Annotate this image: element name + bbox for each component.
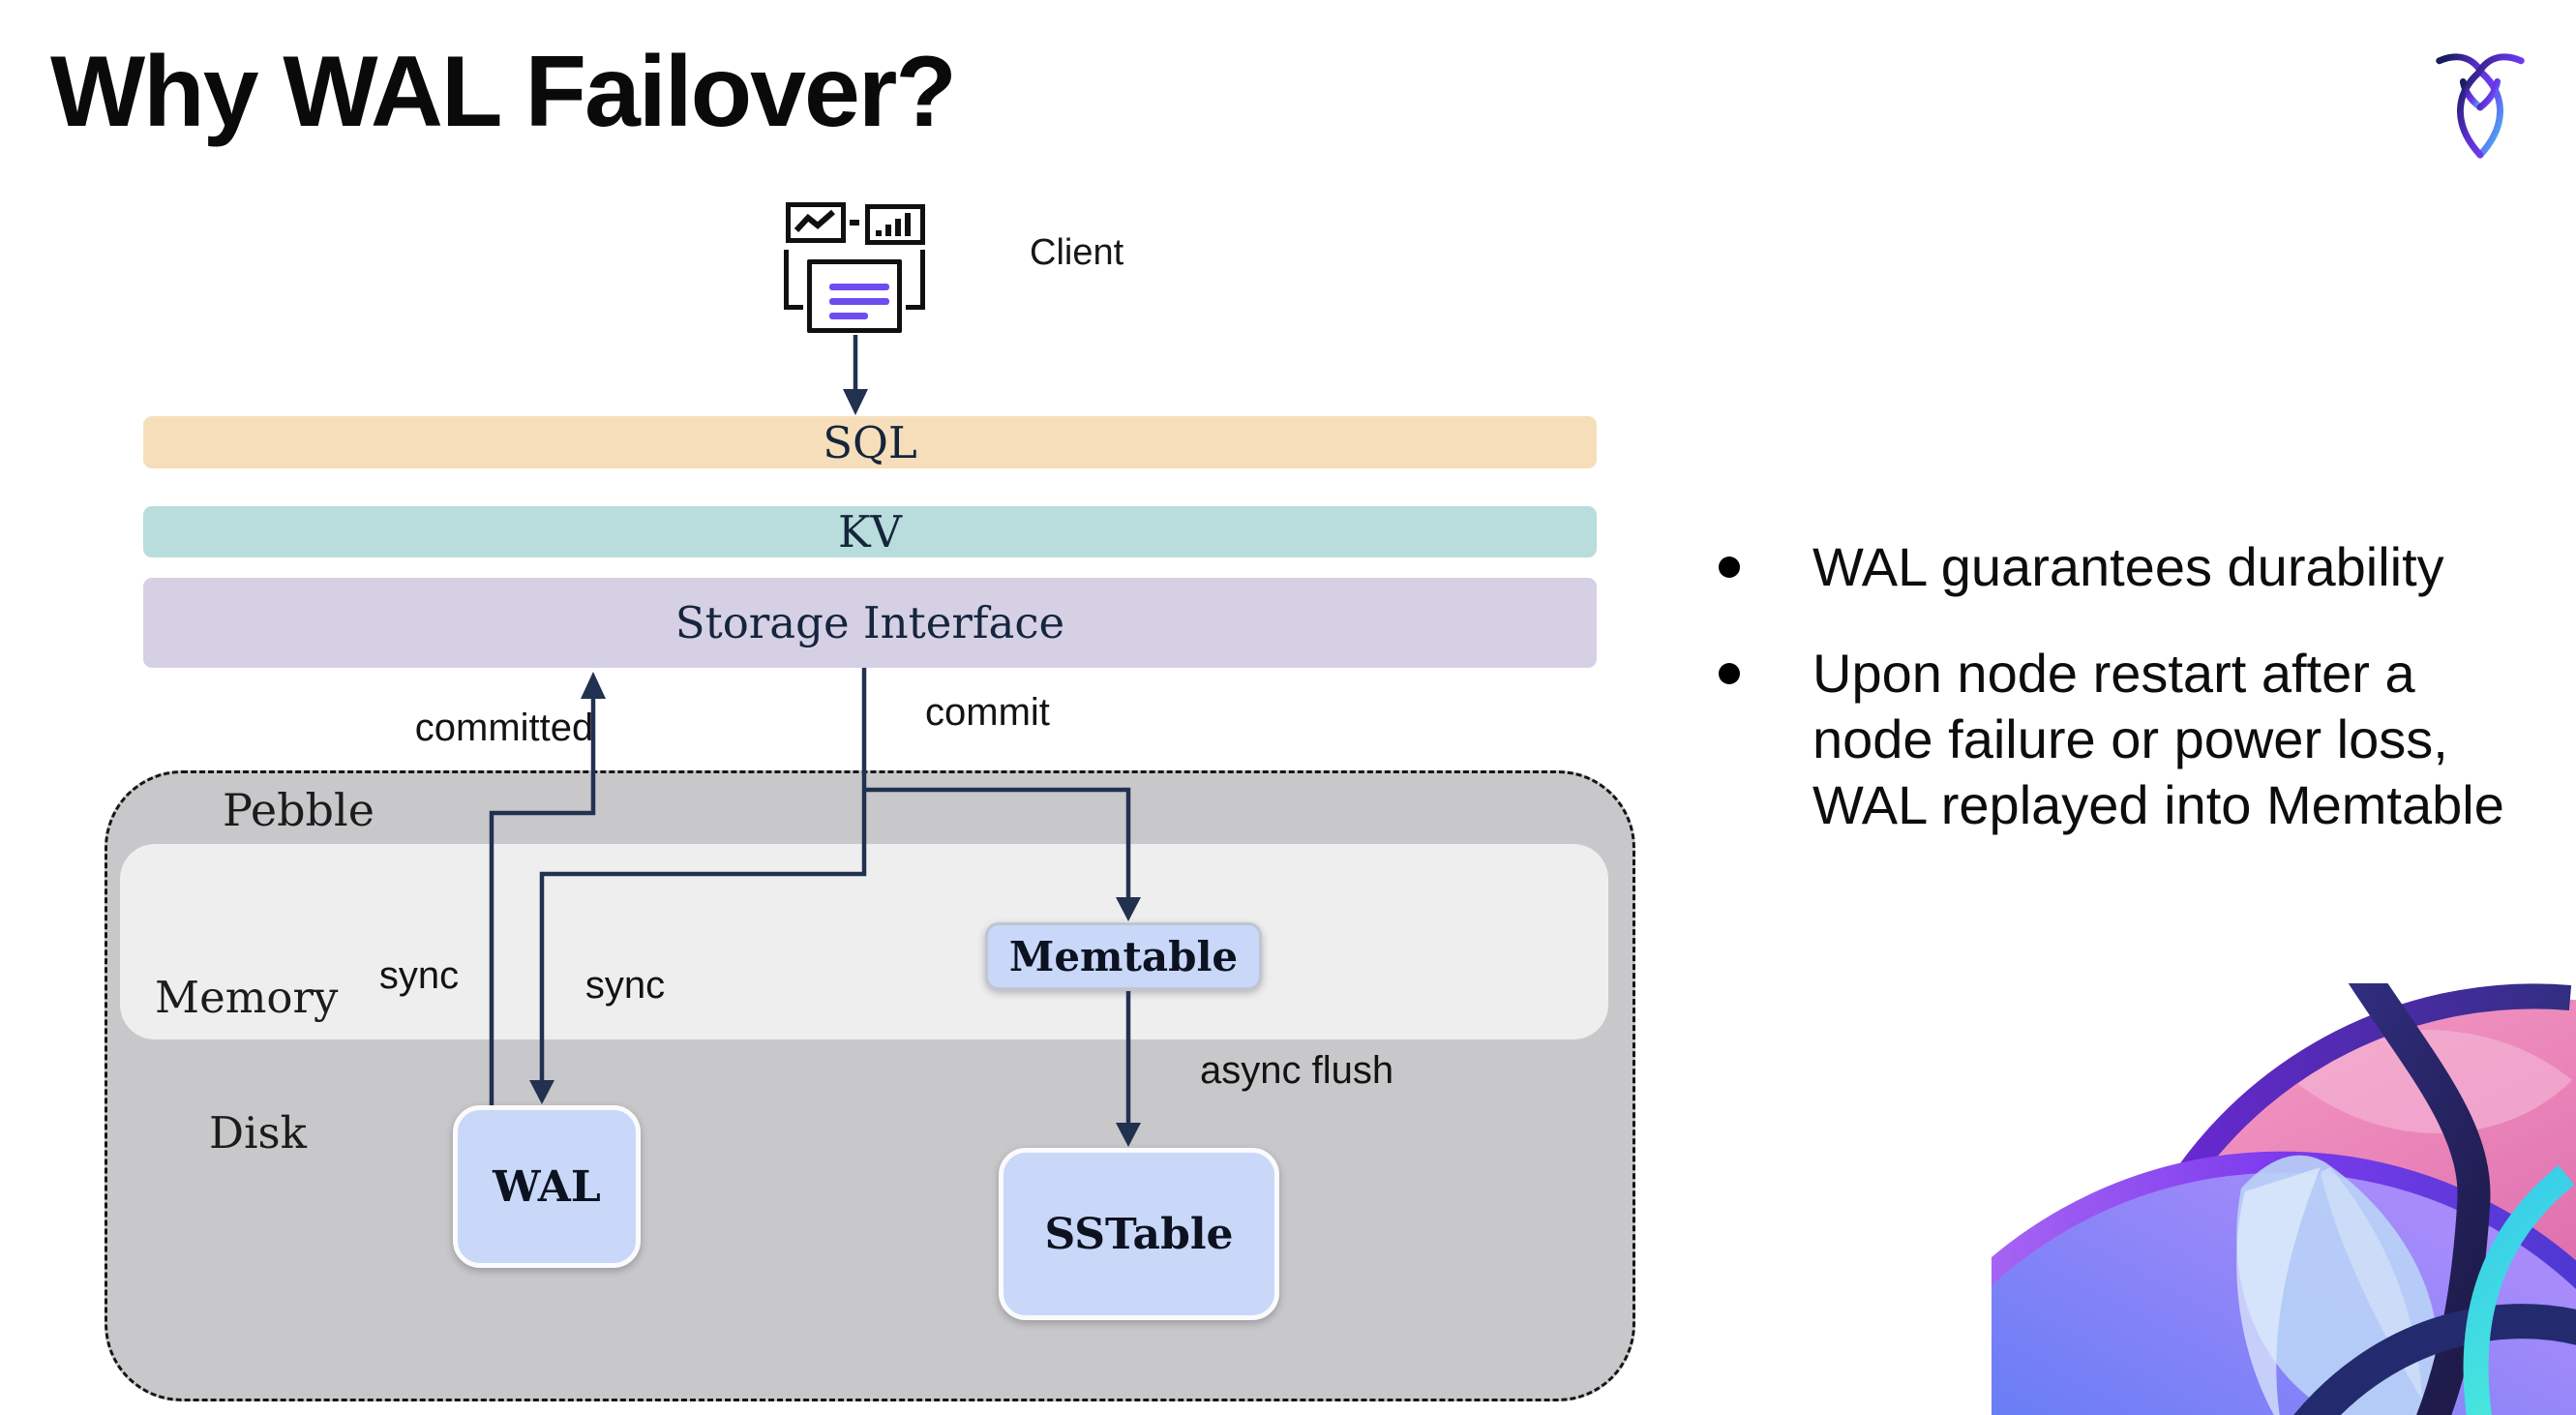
- async-flush-edge-label: async flush: [1200, 1049, 1394, 1092]
- sync-left-edge-label: sync: [378, 954, 460, 997]
- list-item: Upon node restart after a node failure o…: [1711, 641, 2576, 838]
- memtable-box: Memtable: [985, 922, 1262, 990]
- arrowhead-committed-up: [581, 672, 606, 699]
- wal-box: WAL: [453, 1105, 641, 1268]
- sync-right-edge-label: sync: [584, 964, 666, 1007]
- sql-layer-bar: SQL: [143, 416, 1597, 468]
- kv-layer-label: KV: [837, 506, 903, 557]
- arrowhead-into-sql: [843, 389, 868, 415]
- bullet-dot: [1719, 557, 1740, 578]
- client-label: Client: [1030, 232, 1124, 273]
- list-item: WAL guarantees durability: [1711, 534, 2576, 600]
- sstable-box: SSTable: [999, 1148, 1279, 1320]
- sstable-label: SSTable: [1044, 1209, 1234, 1259]
- committed-edge-label: committed: [414, 707, 594, 749]
- memtable-label: Memtable: [1008, 932, 1239, 980]
- bullet-text-replay: Upon node restart after a node failure o…: [1812, 643, 2504, 835]
- document-icon: [807, 259, 902, 333]
- storage-interface-layer-bar: Storage Interface: [143, 578, 1597, 668]
- memory-band: [120, 844, 1608, 1039]
- commit-edge-label: commit: [925, 691, 1050, 734]
- cockroachdb-logo-icon: [2436, 53, 2525, 159]
- monitor-bracket-left: [784, 250, 789, 310]
- monitor-bracket-right: [920, 250, 925, 310]
- client-icon-group: [784, 199, 939, 341]
- dash-connector: [850, 220, 859, 226]
- line-chart-icon: [786, 202, 846, 243]
- wal-label: WAL: [493, 1161, 601, 1212]
- sql-layer-label: SQL: [823, 416, 917, 468]
- kv-layer-bar: KV: [143, 506, 1597, 557]
- memory-label: Memory: [155, 972, 339, 1023]
- storage-interface-label: Storage Interface: [674, 597, 1065, 648]
- bar-chart-icon: [865, 204, 925, 245]
- bullet-dot: [1719, 663, 1740, 684]
- cockroachdb-brand-art: [1992, 983, 2576, 1415]
- bullet-text-durability: WAL guarantees durability: [1812, 536, 2444, 597]
- pebble-label: Pebble: [223, 784, 374, 836]
- page-title: Why WAL Failover?: [50, 36, 957, 148]
- bullet-list: WAL guarantees durability Upon node rest…: [1711, 534, 2576, 838]
- disk-label: Disk: [209, 1107, 307, 1159]
